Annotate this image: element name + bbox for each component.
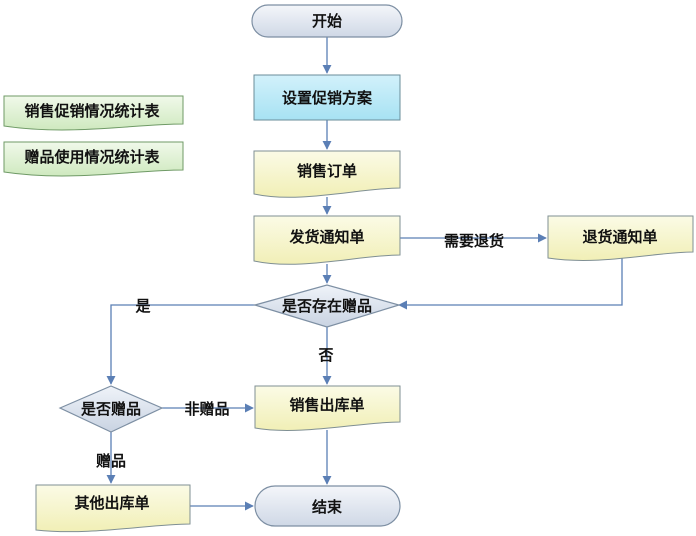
node-other-outbound: 其他出库单 xyxy=(35,484,191,533)
node-end: 结束 xyxy=(254,485,401,527)
node-has-gift-decision: 是否存在赠品 xyxy=(252,284,402,328)
edges xyxy=(106,37,623,511)
edge-label-yes: 是 xyxy=(134,297,151,315)
node-sales-outbound: 销售出库单 xyxy=(254,385,401,431)
node-sales-outbound-label: 销售出库单 xyxy=(289,396,364,414)
node-end-label: 结束 xyxy=(312,498,343,516)
edge-label-non-gift: 非赠品 xyxy=(184,400,229,418)
node-has-gift-label: 是否存在赠品 xyxy=(281,297,372,315)
edge-has-gift-yes xyxy=(106,304,255,385)
edge-label-gift: 赠品 xyxy=(96,452,126,470)
report-gift-stats: 赠品使用情况统计表 xyxy=(3,141,184,177)
node-setup: 设置促销方案 xyxy=(253,74,401,121)
node-is-gift-label: 是否赠品 xyxy=(80,400,141,418)
report-promo-stats-label: 销售促销情况统计表 xyxy=(24,102,160,120)
node-delivery-notice-label: 发货通知单 xyxy=(288,228,364,246)
node-start-label: 开始 xyxy=(312,12,342,30)
edge-return-to-has-gift xyxy=(398,258,623,310)
node-sales-order: 销售订单 xyxy=(253,150,401,198)
node-is-gift-decision: 是否赠品 xyxy=(58,385,164,433)
node-return-notice-label: 退货通知单 xyxy=(582,228,657,246)
node-other-outbound-label: 其他出库单 xyxy=(74,494,149,512)
node-sales-order-label: 销售订单 xyxy=(297,162,357,180)
report-gift-stats-label: 赠品使用情况统计表 xyxy=(24,148,160,166)
node-delivery-notice: 发货通知单 xyxy=(253,215,401,265)
report-promo-stats: 销售促销情况统计表 xyxy=(3,95,184,131)
edge-label-no: 否 xyxy=(317,346,333,364)
node-return-notice: 退货通知单 xyxy=(547,215,694,261)
node-start: 开始 xyxy=(251,4,403,38)
edge-label-need-return: 需要退货 xyxy=(444,232,504,250)
node-setup-label: 设置促销方案 xyxy=(282,89,373,107)
